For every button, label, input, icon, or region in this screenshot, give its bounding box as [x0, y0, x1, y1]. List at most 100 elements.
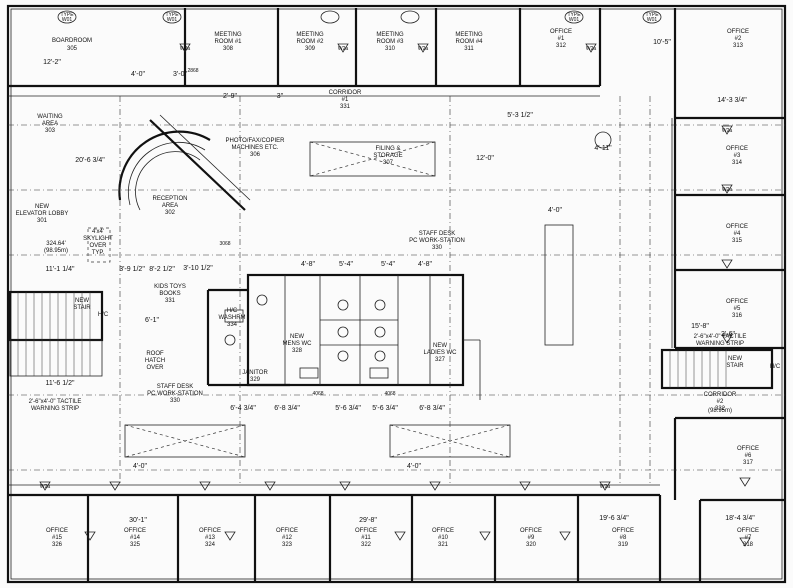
svg-text:8'-2 1/2": 8'-2 1/2" — [149, 266, 175, 273]
svg-text:29'-8": 29'-8" — [359, 517, 377, 524]
svg-text:W01: W01 — [62, 17, 73, 23]
svg-text:12'-0": 12'-0" — [476, 155, 494, 162]
svg-text:2'-6": 2'-6" — [721, 331, 735, 338]
top-room-walls — [8, 8, 677, 118]
svg-text:18'-4 3/4": 18'-4 3/4" — [725, 515, 755, 522]
svg-text:6'-1": 6'-1" — [145, 317, 159, 324]
svg-text:30'-1": 30'-1" — [129, 517, 147, 524]
svg-text:W01: W01 — [569, 17, 580, 23]
svg-text:4'-11": 4'-11" — [594, 145, 612, 152]
tag-labels: 2868 3068 4068 4068 W2a W2a W2a W2a W2a … — [40, 12, 733, 490]
svg-text:20'-6 3/4": 20'-6 3/4" — [75, 157, 105, 164]
stair-right — [660, 348, 774, 390]
svg-text:14'-3 3/4": 14'-3 3/4" — [717, 97, 747, 104]
svg-text:3068: 3068 — [219, 241, 230, 247]
svg-text:4068: 4068 — [384, 391, 395, 397]
svg-text:6'-8 3/4": 6'-8 3/4" — [274, 405, 300, 412]
svg-text:19'-6 3/4": 19'-6 3/4" — [599, 515, 629, 522]
svg-text:W01: W01 — [167, 17, 178, 23]
furniture — [87, 141, 574, 458]
svg-text:3": 3" — [277, 93, 284, 100]
svg-text:W2a: W2a — [40, 484, 51, 490]
reception-desk — [118, 114, 251, 211]
svg-text:12'-2": 12'-2" — [43, 59, 61, 66]
svg-text:3'-10 1/2": 3'-10 1/2" — [183, 265, 213, 272]
svg-text:W01: W01 — [647, 17, 658, 23]
svg-text:5'-6 3/4": 5'-6 3/4" — [372, 405, 398, 412]
svg-text:H/C: H/C — [98, 312, 109, 318]
svg-text:W2a: W2a — [180, 46, 191, 52]
svg-text:TYPE: TYPE — [60, 12, 74, 18]
svg-text:4'-0": 4'-0" — [133, 463, 147, 470]
svg-text:5'-6 3/4": 5'-6 3/4" — [335, 405, 361, 412]
svg-text:324.64'(98.95m): 324.64'(98.95m) — [44, 241, 68, 254]
svg-text:10'-5": 10'-5" — [653, 39, 671, 46]
svg-text:4'-0": 4'-0" — [548, 207, 562, 214]
svg-text:TYPE: TYPE — [645, 12, 659, 18]
washroom-block — [206, 273, 481, 400]
window-tags — [39, 43, 751, 547]
bottom-office-walls — [8, 484, 702, 582]
svg-text:11'-6 1/2": 11'-6 1/2" — [46, 380, 76, 387]
svg-text:5'-3 1/2": 5'-3 1/2" — [507, 112, 533, 119]
svg-text:4'-8": 4'-8" — [418, 261, 432, 268]
svg-text:W2a: W2a — [722, 187, 733, 193]
svg-text:W2a: W2a — [586, 46, 597, 52]
stair-left — [8, 290, 104, 377]
svg-text:TYPE: TYPE — [567, 12, 581, 18]
svg-text:15'-8": 15'-8" — [691, 323, 709, 330]
svg-text:2'-9": 2'-9" — [223, 93, 237, 100]
svg-text:(98.95m): (98.95m) — [708, 408, 732, 414]
svg-text:W2a: W2a — [418, 46, 429, 52]
svg-text:5'-4": 5'-4" — [381, 261, 395, 268]
svg-text:2868: 2868 — [187, 68, 198, 74]
svg-text:W2a: W2a — [600, 484, 611, 490]
svg-text:11'-1 1/4": 11'-1 1/4" — [46, 266, 76, 273]
svg-text:W2a: W2a — [338, 46, 349, 52]
svg-text:6'-4 3/4": 6'-4 3/4" — [230, 405, 256, 412]
svg-text:4'-8": 4'-8" — [301, 261, 315, 268]
type-tags — [57, 10, 662, 149]
svg-text:W2a: W2a — [722, 128, 733, 134]
svg-text:4'-0": 4'-0" — [131, 71, 145, 78]
svg-text:TYPE: TYPE — [165, 12, 179, 18]
svg-text:6'-8 3/4": 6'-8 3/4" — [419, 405, 445, 412]
